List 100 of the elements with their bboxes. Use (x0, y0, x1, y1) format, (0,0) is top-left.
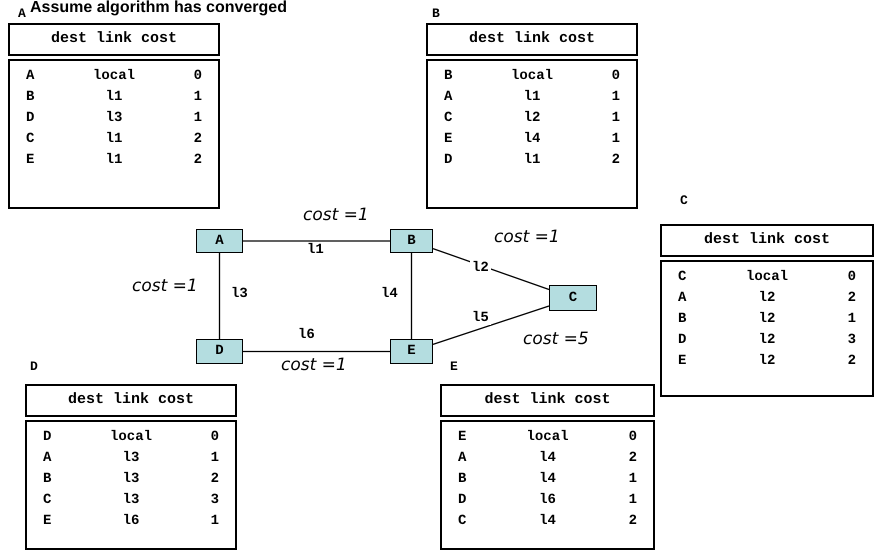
table-header: dest link cost (440, 384, 655, 417)
table-cell-text: l6 (538, 491, 557, 510)
link-line (432, 248, 550, 290)
router-name: C (680, 194, 688, 207)
table-cell-text: l1 (522, 88, 542, 107)
router-name: B (432, 7, 440, 20)
table-header: dest link cost (25, 384, 237, 417)
table-cell-text: 1 (192, 88, 203, 107)
table-cell-text: D (443, 151, 454, 170)
table-cell-text: B (443, 67, 454, 86)
cost-label: cost =1 (132, 278, 198, 295)
table-header: dest link cost (660, 224, 874, 257)
table-cell-text: l3 (122, 449, 140, 468)
table-cell-text: l4 (538, 512, 557, 531)
router-box: A (196, 229, 243, 253)
table-cell-text: E (677, 352, 688, 371)
table-cell-text: C (443, 109, 454, 128)
table-cell-text: D (457, 491, 468, 510)
table-cell-text: l3 (104, 109, 124, 128)
table-cell-text: local (108, 428, 153, 447)
link-line (218, 253, 220, 339)
table-cell-text: B (25, 88, 36, 107)
routing-table (25, 384, 237, 550)
table-cell-text: D (42, 428, 52, 447)
table-cell-text: 1 (192, 109, 203, 128)
routing-table (660, 224, 874, 397)
table-cell-text: E (457, 428, 468, 447)
table-cell-text: l1 (104, 88, 124, 107)
table-cell-text: l4 (538, 470, 557, 489)
table-cell-text: l2 (758, 310, 776, 329)
table-cell-text: 2 (628, 449, 638, 468)
link-line (243, 240, 390, 242)
router-box: D (196, 339, 243, 364)
table-cell-text: 1 (628, 470, 638, 489)
router-name: D (30, 360, 38, 373)
table-cell-text: A (42, 449, 52, 468)
cost-label: cost =1 (494, 229, 560, 246)
table-cell-text: A (677, 289, 688, 308)
table-cell-text: 1 (628, 491, 638, 510)
table-cell-text: local (744, 268, 789, 287)
table-cell-text: l3 (122, 491, 140, 510)
routing-table (426, 23, 638, 209)
table-cell-text: C (42, 491, 52, 510)
table-header: dest link cost (426, 23, 638, 56)
link-line (432, 305, 550, 345)
table-cell-text: B (677, 310, 688, 329)
router-box: C (549, 285, 597, 311)
routing-table (8, 23, 220, 209)
table-cell-text: 0 (846, 268, 857, 287)
table-cell-text: E (42, 512, 52, 531)
table-cell-text: B (42, 470, 52, 489)
table-cell-text: 1 (610, 130, 621, 149)
table-cell-text: l1 (104, 151, 124, 170)
table-cell-text: l2 (758, 289, 776, 308)
table-cell-text: 2 (628, 512, 638, 531)
table-cell-text: E (25, 151, 36, 170)
table-cell-text: l1 (522, 151, 542, 170)
table-header: dest link cost (8, 23, 220, 56)
table-cell-text: 2 (210, 470, 220, 489)
table-cell-text: 2 (192, 130, 203, 149)
table-cell-text: l4 (522, 130, 542, 149)
router-box: E (390, 339, 433, 364)
table-cell-text: E (443, 130, 454, 149)
table-cell-text: l6 (122, 512, 140, 531)
routing-table (440, 384, 655, 550)
table-cell-text: 0 (192, 67, 203, 86)
table-cell-text: C (457, 512, 468, 531)
table-cell-text: 1 (210, 449, 220, 468)
table-cell-text: 2 (846, 352, 857, 371)
cost-label: cost =1 (281, 357, 347, 374)
table-cell-text: 0 (610, 67, 621, 86)
title: Assume algorithm has converged (30, 0, 287, 16)
router-box: B (390, 229, 433, 253)
table-cell-text: local (92, 67, 136, 86)
table-cell-text: 3 (210, 491, 220, 510)
table-cell-text: l2 (758, 352, 776, 371)
table-cell-text: 2 (610, 151, 621, 170)
table-cell-text: l3 (122, 470, 140, 489)
link-line (410, 253, 412, 339)
table-cell-text: 3 (846, 331, 857, 350)
table-cell-text: 2 (192, 151, 203, 170)
router-name: E (450, 360, 458, 373)
table-cell-text: 2 (846, 289, 857, 308)
table-cell-text: 1 (210, 512, 220, 531)
table-cell-text: D (25, 109, 36, 128)
table-cell-text: 0 (628, 428, 638, 447)
table-cell-text: A (25, 67, 36, 86)
router-name: A (18, 7, 26, 20)
table-cell-text: local (510, 67, 554, 86)
table-cell-text: A (443, 88, 454, 107)
table-cell-text: l4 (538, 449, 557, 468)
table-cell-text: local (525, 428, 570, 447)
table-cell-text: 1 (610, 109, 621, 128)
table-cell-text: A (457, 449, 468, 468)
table-cell-text: l2 (758, 331, 776, 350)
cost-label: cost =1 (303, 207, 369, 224)
table-cell-text: C (677, 268, 688, 287)
table-cell-text: 0 (210, 428, 220, 447)
table-cell-text: B (457, 470, 468, 489)
cost-label: cost =5 (523, 331, 589, 348)
